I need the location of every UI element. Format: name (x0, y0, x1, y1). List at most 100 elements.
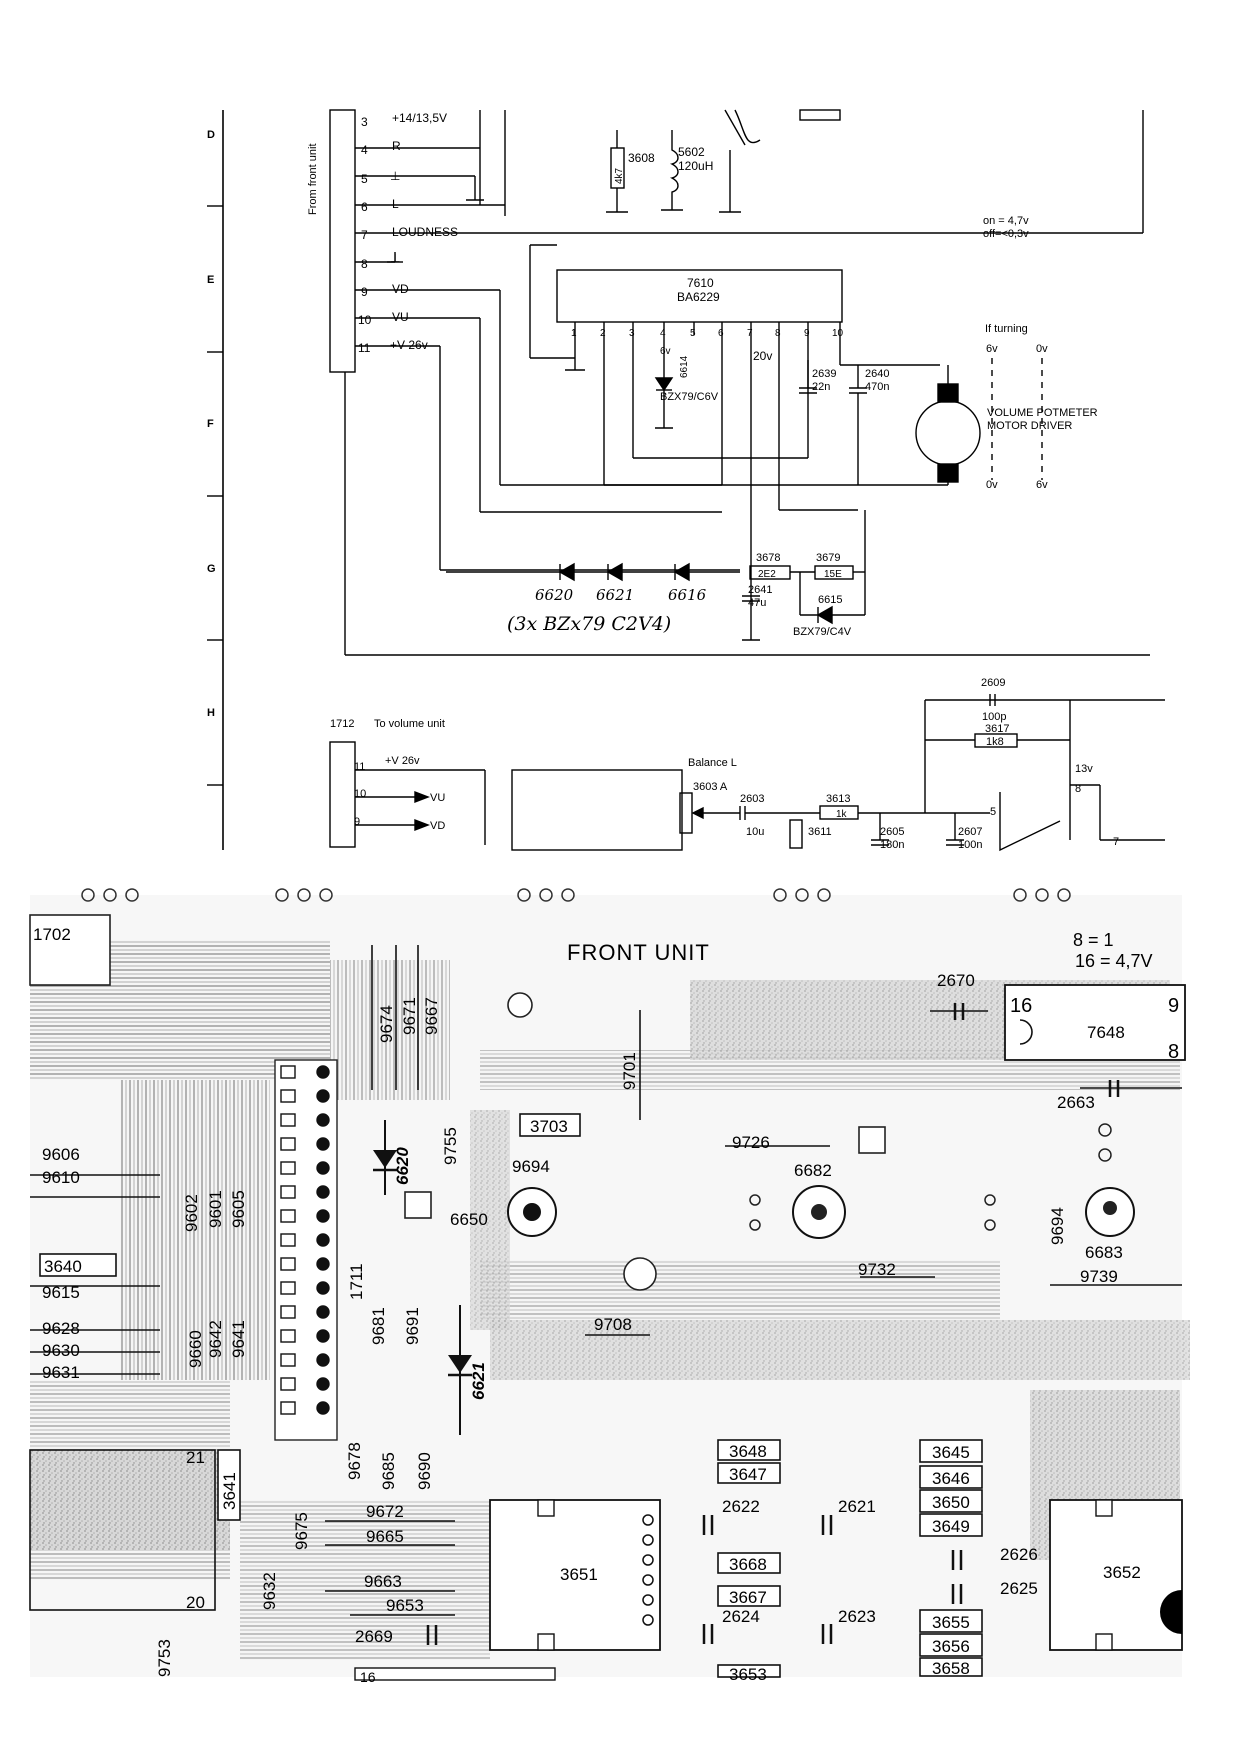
r3613-ref: 3613 (826, 793, 850, 805)
to-volume-unit: To volume unit (374, 718, 445, 730)
c2603-value: 10u (746, 826, 764, 838)
z6615-value: BZX79/C4V (793, 626, 852, 638)
pcb-pointer-lines (30, 945, 1182, 1616)
lower-pin-num-10: 10 (354, 788, 366, 800)
pcb-label-3658: 3658 (932, 1659, 970, 1678)
ic-pin-5: 5 (690, 328, 696, 339)
pcb-edge-holes (81, 888, 1071, 902)
pcb-label-9726: 9726 (732, 1133, 770, 1152)
pcb-label-9671: 9671 (400, 997, 419, 1035)
r3617-value: 1k8 (986, 736, 1004, 748)
balance-label: Balance L (688, 757, 737, 769)
row-marker-h: H (207, 707, 215, 719)
c2640-ref: 2640 (865, 368, 889, 380)
motor-v-bot-left: 0v (986, 479, 998, 491)
lower-pin-num-11: 11 (354, 761, 365, 773)
r3679-ref: 3679 (816, 552, 840, 564)
motor-v-top-left: 6v (986, 343, 998, 355)
pcb-label-3655: 3655 (932, 1613, 970, 1632)
l5602-ref: 5602 (678, 145, 705, 159)
ic-pin-9: 9 (804, 328, 810, 339)
z6614-value: BZX79/C6V (660, 391, 719, 403)
pcb-capacitors (426, 1515, 963, 1645)
pcb-label-3641: 3641 (220, 1472, 239, 1510)
row-marker-e: E (207, 274, 214, 286)
pcb-label-1702: 1702 (33, 925, 71, 944)
c2641-ref: 2641 (748, 584, 772, 596)
pcb-label-9630: 9630 (42, 1341, 80, 1360)
pcb-label-9667: 9667 (422, 997, 441, 1035)
pcb-label-2622: 2622 (722, 1497, 760, 1516)
c2603-ref: 2603 (740, 793, 764, 805)
ic-ref: 7610 (687, 276, 714, 290)
ic-7610 (556, 269, 843, 323)
motor-v-bot-right: 6v (1036, 479, 1048, 491)
pcb-label-3653: 3653 (729, 1665, 767, 1684)
pin-label-9: VD (392, 282, 409, 296)
pcb-label-3703: 3703 (530, 1117, 568, 1136)
connector-1712 (329, 741, 356, 848)
pcb-label-9632: 9632 (260, 1572, 279, 1610)
connector-block (329, 109, 356, 373)
lower-v13: 13v (1075, 763, 1093, 775)
ic-3652 (1049, 1499, 1183, 1651)
pin-label-6: L (392, 197, 399, 211)
pcb-label-8: 8 (1168, 1041, 1179, 1063)
pcb-label-2669: 2669 (355, 1627, 393, 1646)
ic-type: BA6229 (677, 290, 720, 304)
pcb-label-9606: 9606 (42, 1145, 80, 1164)
pcb-title: FRONT UNIT (567, 940, 710, 965)
lower-pin7: 7 (1113, 836, 1119, 848)
pcb-note-1: 8 = 1 (1073, 930, 1114, 950)
pcb-label-3650: 3650 (932, 1493, 970, 1512)
row-marker-f: F (207, 418, 214, 430)
motor-v-top-right: 0v (1036, 343, 1048, 355)
pcb-label-6682: 6682 (794, 1161, 832, 1180)
lower-pin5: 5 (990, 806, 996, 818)
pcb-label-9615: 9615 (42, 1283, 80, 1302)
r3679-value: 15E (824, 569, 842, 580)
c2607-value: 100n (958, 839, 982, 851)
ic-pin-6: 6 (718, 328, 724, 339)
pin-num-3: 3 (361, 115, 368, 129)
c2605-ref: 2605 (880, 826, 904, 838)
pcb-resistor-boxes (39, 1113, 983, 1678)
pcb-label-9672: 9672 (366, 1502, 404, 1521)
pcb-label-3667: 3667 (729, 1588, 767, 1607)
pcb-label-3646: 3646 (932, 1469, 970, 1488)
pcb-label-6621: 6621 (469, 1362, 488, 1400)
pcb-label-9653: 9653 (386, 1596, 424, 1615)
r3678-ref: 3678 (756, 552, 780, 564)
r3613-value: 1k (836, 809, 848, 820)
c2607-ref: 2607 (958, 826, 982, 838)
pin-label-4: R (392, 139, 401, 153)
motor-label-1: VOLUME POTMETER (987, 407, 1098, 419)
r3608-value: 4k7 (614, 167, 625, 184)
pcb-label-9610: 9610 (42, 1168, 80, 1187)
connector-1712-ref: 1712 (330, 718, 354, 730)
pcb-label-9641: 9641 (229, 1320, 248, 1358)
ic-3651-pads (642, 1514, 654, 1626)
pcb-label-9690: 9690 (415, 1452, 434, 1490)
pin-num-11: 11 (358, 341, 371, 355)
loudness-off: off=<0,3v (983, 228, 1029, 240)
motor-symbol (915, 400, 981, 466)
pin4-voltage: 6v (660, 346, 671, 357)
pcb-label-9665: 9665 (366, 1527, 404, 1546)
c2609-ref: 2609 (981, 677, 1005, 689)
pcb-label-6650: 6650 (450, 1210, 488, 1229)
pcb-label-20: 20 (186, 1593, 205, 1612)
pin-label-8: ⊥ (390, 251, 400, 265)
pcb-label-2670: 2670 (937, 971, 975, 990)
r3603a-ref: 3603 A (693, 781, 728, 793)
row-marker-g: G (207, 563, 216, 575)
ic-pin-7: 7 (747, 328, 753, 339)
ic-pin-3: 3 (629, 328, 635, 339)
z6615-ref: 6615 (818, 594, 842, 606)
pcb-label-16b: 16 (1010, 995, 1032, 1017)
pcb-label-6620: 6620 (393, 1147, 412, 1185)
pin-label-11: +V 26v (390, 338, 428, 352)
pcb-label-3647: 3647 (729, 1465, 767, 1484)
lower-pin-label-11: +V 26v (385, 755, 420, 767)
pcb-label-9663: 9663 (364, 1572, 402, 1591)
